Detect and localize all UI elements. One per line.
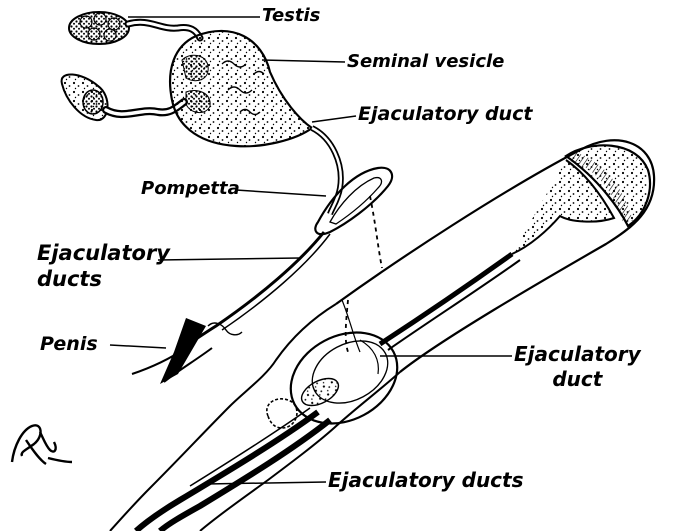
ejaculatory-duct-right-label: Ejaculatory duct <box>514 342 641 392</box>
signature-monogram <box>12 425 72 464</box>
pompetta <box>315 168 392 234</box>
testis-lower <box>62 74 108 120</box>
bulb-left <box>267 399 297 428</box>
seminal-vesicle <box>170 31 312 146</box>
testis-label: Testis <box>262 5 320 26</box>
penis-label: Penis <box>40 334 98 355</box>
ejaculatory-duct-upper-label: Ejaculatory duct <box>358 104 532 125</box>
connector-dotted <box>370 196 382 268</box>
ejaculatory-ducts-bottom <box>136 408 330 531</box>
testis-upper <box>69 12 129 44</box>
ejaculatory-ducts-bottom-label: Ejaculatory ducts <box>328 470 524 491</box>
seminal-vesicle-label: Seminal vesicle <box>347 51 504 72</box>
ejaculatory-ducts-left-label: Ejaculatory ducts <box>37 240 170 292</box>
vas-upper <box>128 22 200 38</box>
internal-duct <box>380 160 614 350</box>
pompetta-label: Pompetta <box>141 178 240 199</box>
